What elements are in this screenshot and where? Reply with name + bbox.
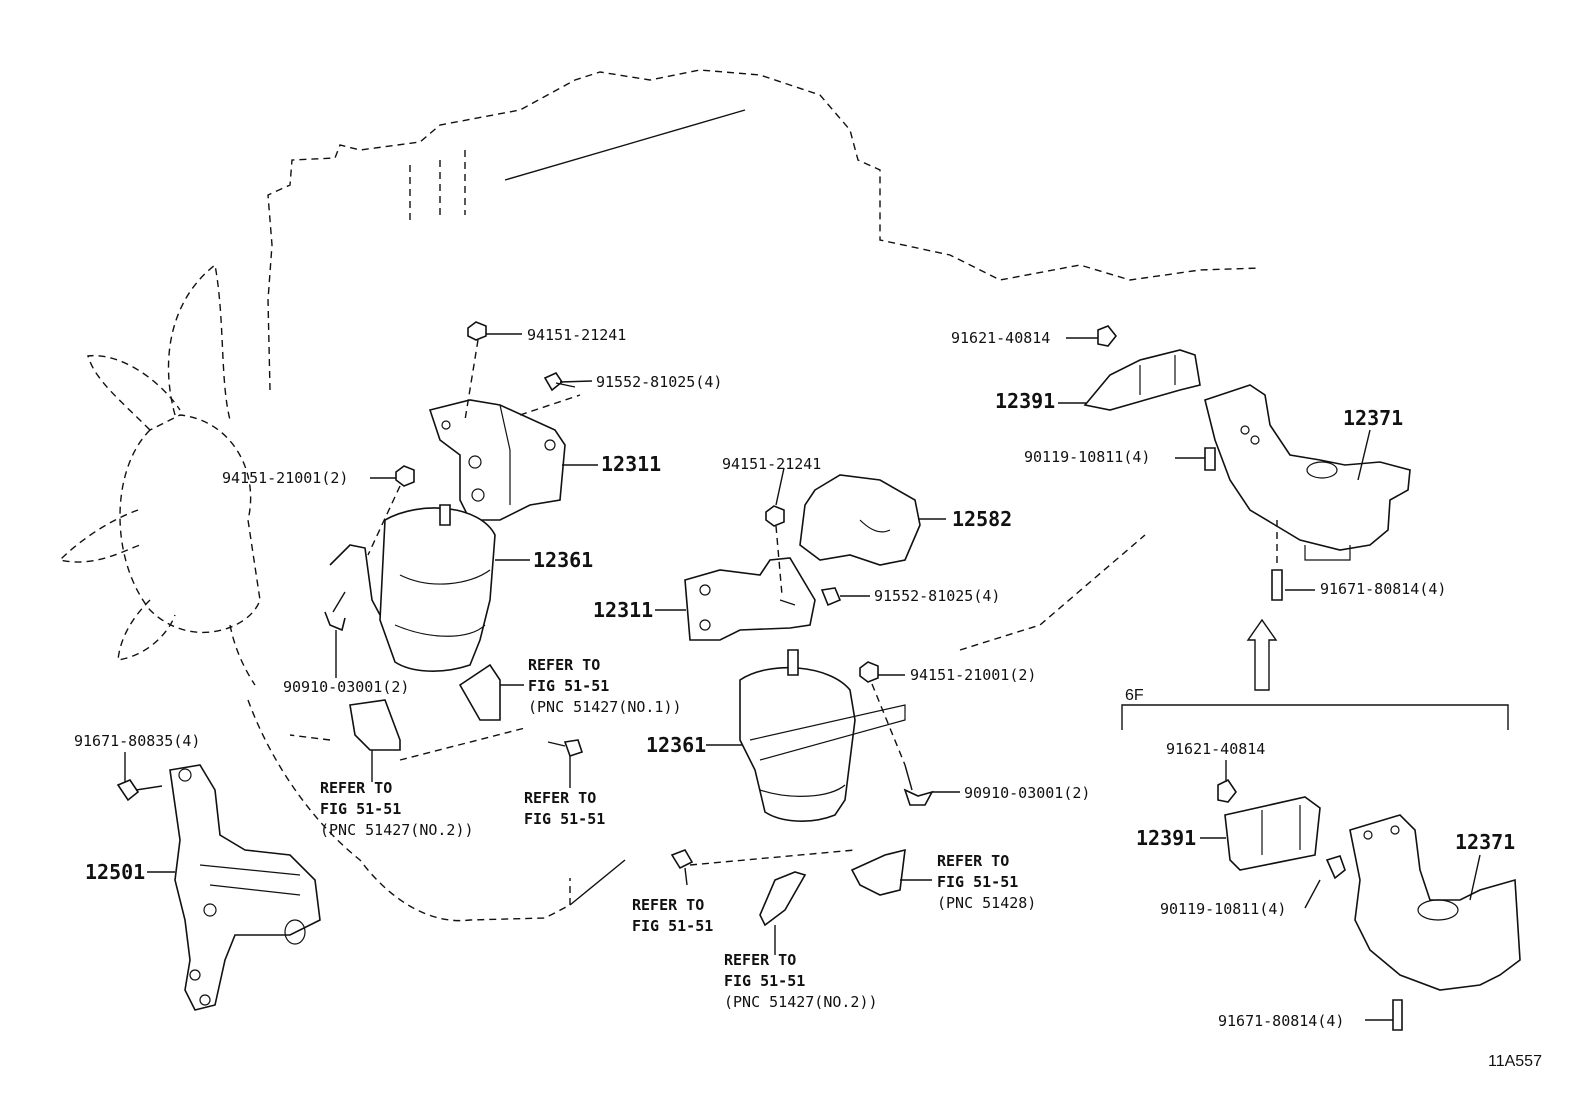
refer-to-label: (PNC 51427(NO.1))	[528, 698, 682, 716]
bolt-icon	[324, 591, 346, 632]
part-number-label: 12501	[85, 860, 145, 884]
bolt-icon	[547, 739, 584, 758]
nut-icon	[467, 321, 487, 341]
bracket-12391-bottom	[1224, 796, 1321, 871]
refer-to-label: REFER TO	[632, 896, 704, 914]
part-number-label: 90119-10811(4)	[1160, 900, 1286, 918]
part-number-label: 94151-21001(2)	[910, 666, 1036, 684]
part-number-label: 91671-80814(4)	[1218, 1012, 1344, 1030]
refer-to-label: REFER TO	[724, 951, 796, 969]
part-number-label: 12361	[646, 733, 706, 757]
part-number-label: 94151-21241	[527, 326, 626, 344]
transmission-mount-12371-bottom	[1349, 814, 1521, 991]
refer-to-label: REFER TO	[524, 789, 596, 807]
bolt-icon	[1271, 569, 1283, 601]
nut-icon	[765, 505, 785, 527]
refer-to-label: REFER TO	[528, 656, 600, 674]
bolt-icon	[670, 849, 694, 886]
refer-to-label: (PNC 51427(NO.2))	[724, 993, 878, 1011]
part-number-label: 12582	[952, 507, 1012, 531]
refer-to-label: FIG 51-51	[632, 917, 713, 935]
part-number-label: 94151-21001(2)	[222, 469, 348, 487]
part-number-label: 91552-81025(4)	[874, 587, 1000, 605]
part-number-label: 12371	[1455, 830, 1515, 854]
refer-to-label: (PNC 51428)	[937, 894, 1036, 912]
bracket-ref-no1	[458, 663, 501, 721]
part-number-label: 91552-81025(4)	[596, 373, 722, 391]
variant-label: 6F	[1125, 687, 1144, 704]
bolt-icon	[1325, 855, 1346, 880]
part-number-label: 12391	[1136, 826, 1196, 850]
bracket-12311-center	[684, 557, 816, 641]
part-number-label: 94151-21241	[722, 455, 821, 473]
nut-icon	[859, 661, 879, 683]
variant-bracket-line	[1121, 704, 1509, 730]
part-labels: 94151-21241 91552-81025(4) 12311 94151-2…	[74, 326, 1542, 1070]
bolt-icon	[1097, 325, 1118, 347]
cooling-fan	[58, 263, 261, 686]
leader-lines	[124, 333, 1481, 1021]
bolt-icon	[1392, 999, 1403, 1031]
part-number-label: 12311	[593, 598, 653, 622]
bolt-icon	[116, 779, 163, 802]
transmission-mount-12371-top	[1204, 384, 1411, 561]
refer-to-label: FIG 51-51	[937, 873, 1018, 891]
refer-to-label: FIG 51-51	[320, 800, 401, 818]
bracket-ref-no2-center	[759, 871, 807, 927]
up-arrow-icon	[1246, 618, 1278, 691]
bracket-12391-top	[1083, 349, 1201, 411]
bolt-icon	[1204, 447, 1216, 471]
part-number-label: 91621-40814	[1166, 740, 1265, 758]
bracket-ref-51428	[850, 848, 906, 896]
refer-to-label: FIG 51-51	[724, 972, 805, 990]
part-number-label: 12391	[995, 389, 1055, 413]
part-number-label: 91671-80814(4)	[1320, 580, 1446, 598]
refer-to-label: REFER TO	[937, 852, 1009, 870]
part-number-label: 91671-80835(4)	[74, 732, 200, 750]
engine-outline	[247, 69, 1261, 922]
engine-mount-12361-center	[739, 649, 906, 822]
heat-insulator-12582	[799, 474, 921, 566]
refer-to-label: FIG 51-51	[528, 677, 609, 695]
engine-mount-12361-left	[329, 504, 496, 672]
part-number-label: 90910-03001(2)	[964, 784, 1090, 802]
part-number-label: 90119-10811(4)	[1024, 448, 1150, 466]
refer-to-label: FIG 51-51	[524, 810, 605, 828]
bolt-icon	[820, 587, 842, 607]
bolt-icon	[903, 764, 934, 806]
part-number-label: 91621-40814	[951, 329, 1050, 347]
refer-to-label: REFER TO	[320, 779, 392, 797]
part-number-label: 90910-03001(2)	[283, 678, 409, 696]
engine-bracket-12501	[169, 764, 321, 1011]
refer-to-label: (PNC 51427(NO.2))	[320, 821, 474, 839]
part-number-label: 12371	[1343, 406, 1403, 430]
part-number-label: 12311	[601, 452, 661, 476]
figure-code: 11A557	[1488, 1053, 1542, 1070]
part-number-label: 12361	[533, 548, 593, 572]
bracket-ref-no2-left	[349, 699, 401, 751]
bolt-icon	[1217, 778, 1237, 803]
bracket-12311-left	[428, 399, 566, 521]
nut-icon	[395, 465, 415, 487]
